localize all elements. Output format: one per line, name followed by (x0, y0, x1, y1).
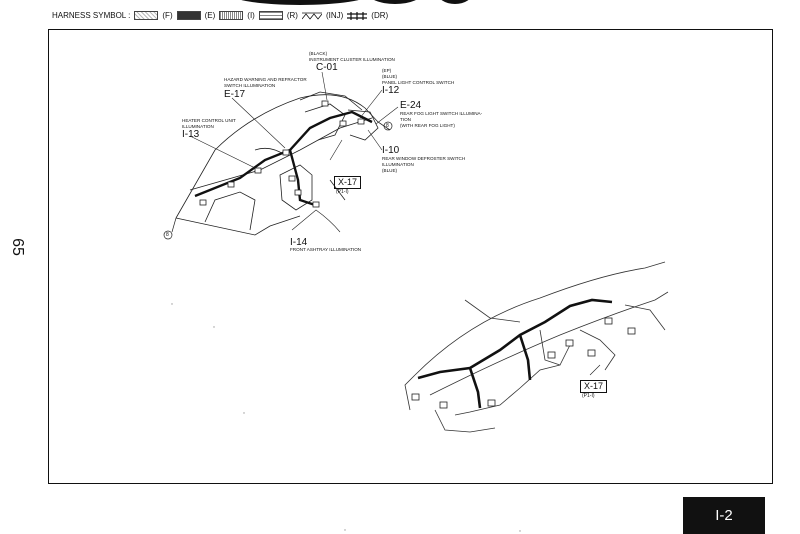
e24-desc2: TION (400, 117, 411, 122)
e17-desc1: HAZARD WARNING AND REFRACTOR (224, 77, 307, 82)
legend-code-i: (I) (247, 11, 255, 20)
bottom-connectors (411, 317, 636, 409)
i12-note1: (EP) (382, 68, 392, 73)
e17-desc2: SWITCH ILLUMINATION (224, 83, 276, 88)
scan-speckles (171, 303, 521, 532)
bottom-harness-line (417, 298, 613, 409)
page-badge: I-2 (683, 497, 765, 534)
ground-markers (163, 121, 393, 240)
vertical-hatch-swatch-icon (219, 11, 244, 20)
i14-desc: FRONT ASHTRAY ILLUMINATION (290, 247, 362, 252)
top-connectors (199, 100, 365, 208)
x17-sub-top: (P1-I) (336, 189, 349, 195)
i13-desc2: ILLUMINATION (182, 124, 214, 129)
c01-desc: INSTRUMENT CLUSTER ILLUMINATION (309, 57, 395, 62)
ground-marker-upper: 8 (386, 123, 389, 129)
legend-code-r: (R) (286, 11, 298, 20)
i12-desc: PANEL LIGHT CONTROL SWITCH (382, 80, 455, 85)
x17-sub-bottom: (P1-I) (582, 393, 595, 399)
fine-hatch-swatch-icon (134, 11, 159, 20)
harness-symbol-legend: HARNESS SYMBOL : (F) (E) (I) (R) (INJ) (… (52, 11, 388, 20)
legend-code-f: (F) (162, 11, 173, 20)
scan-edge-shadow (241, 0, 469, 5)
i13-code: I-13 (182, 129, 200, 140)
i10-desc1: REAR WINDOW DEFROSTER SWITCH (382, 156, 466, 161)
e24-desc3: (WITH REAR FOG LIGHT) (400, 123, 455, 128)
x17-box-bottom: X-17 (580, 380, 608, 393)
i12-note2: (BLUE) (382, 74, 398, 79)
diagram-frame (48, 29, 773, 484)
bottom-leader-line (589, 364, 601, 376)
cross-ticks-swatch-icon (347, 11, 368, 20)
c01-note: (BLACK) (309, 51, 328, 56)
legend-code-inj: (INJ) (325, 11, 344, 20)
i10-desc2: ILLUMINATION (382, 162, 414, 167)
c01-code: C-01 (316, 62, 338, 73)
solid-swatch-icon (176, 11, 201, 20)
legend-code-e: (E) (204, 11, 216, 20)
ground-marker-lower: 8 (166, 232, 169, 238)
zigzag-swatch-icon (301, 12, 322, 20)
i10-code: I-10 (382, 145, 400, 156)
e24-code: E-24 (400, 100, 422, 111)
top-leader-lines (189, 71, 399, 233)
legend-title: HARNESS SYMBOL : (52, 11, 131, 20)
horizontal-hatch-swatch-icon (258, 11, 283, 20)
legend-code-dr: (DR) (371, 11, 389, 20)
top-dashboard-outline (175, 91, 391, 236)
e24-desc1: REAR FOG LIGHT SWITCH ILLUMINA- (400, 111, 483, 116)
i13-desc1: HEATER CONTROL UNIT (182, 118, 236, 123)
i12-code: I-12 (382, 85, 400, 96)
x17-box-top: X-17 (334, 176, 362, 189)
i10-desc3: (BLUE) (382, 168, 398, 173)
e17-code: E-17 (224, 89, 246, 100)
i14-code: I-14 (290, 237, 308, 248)
